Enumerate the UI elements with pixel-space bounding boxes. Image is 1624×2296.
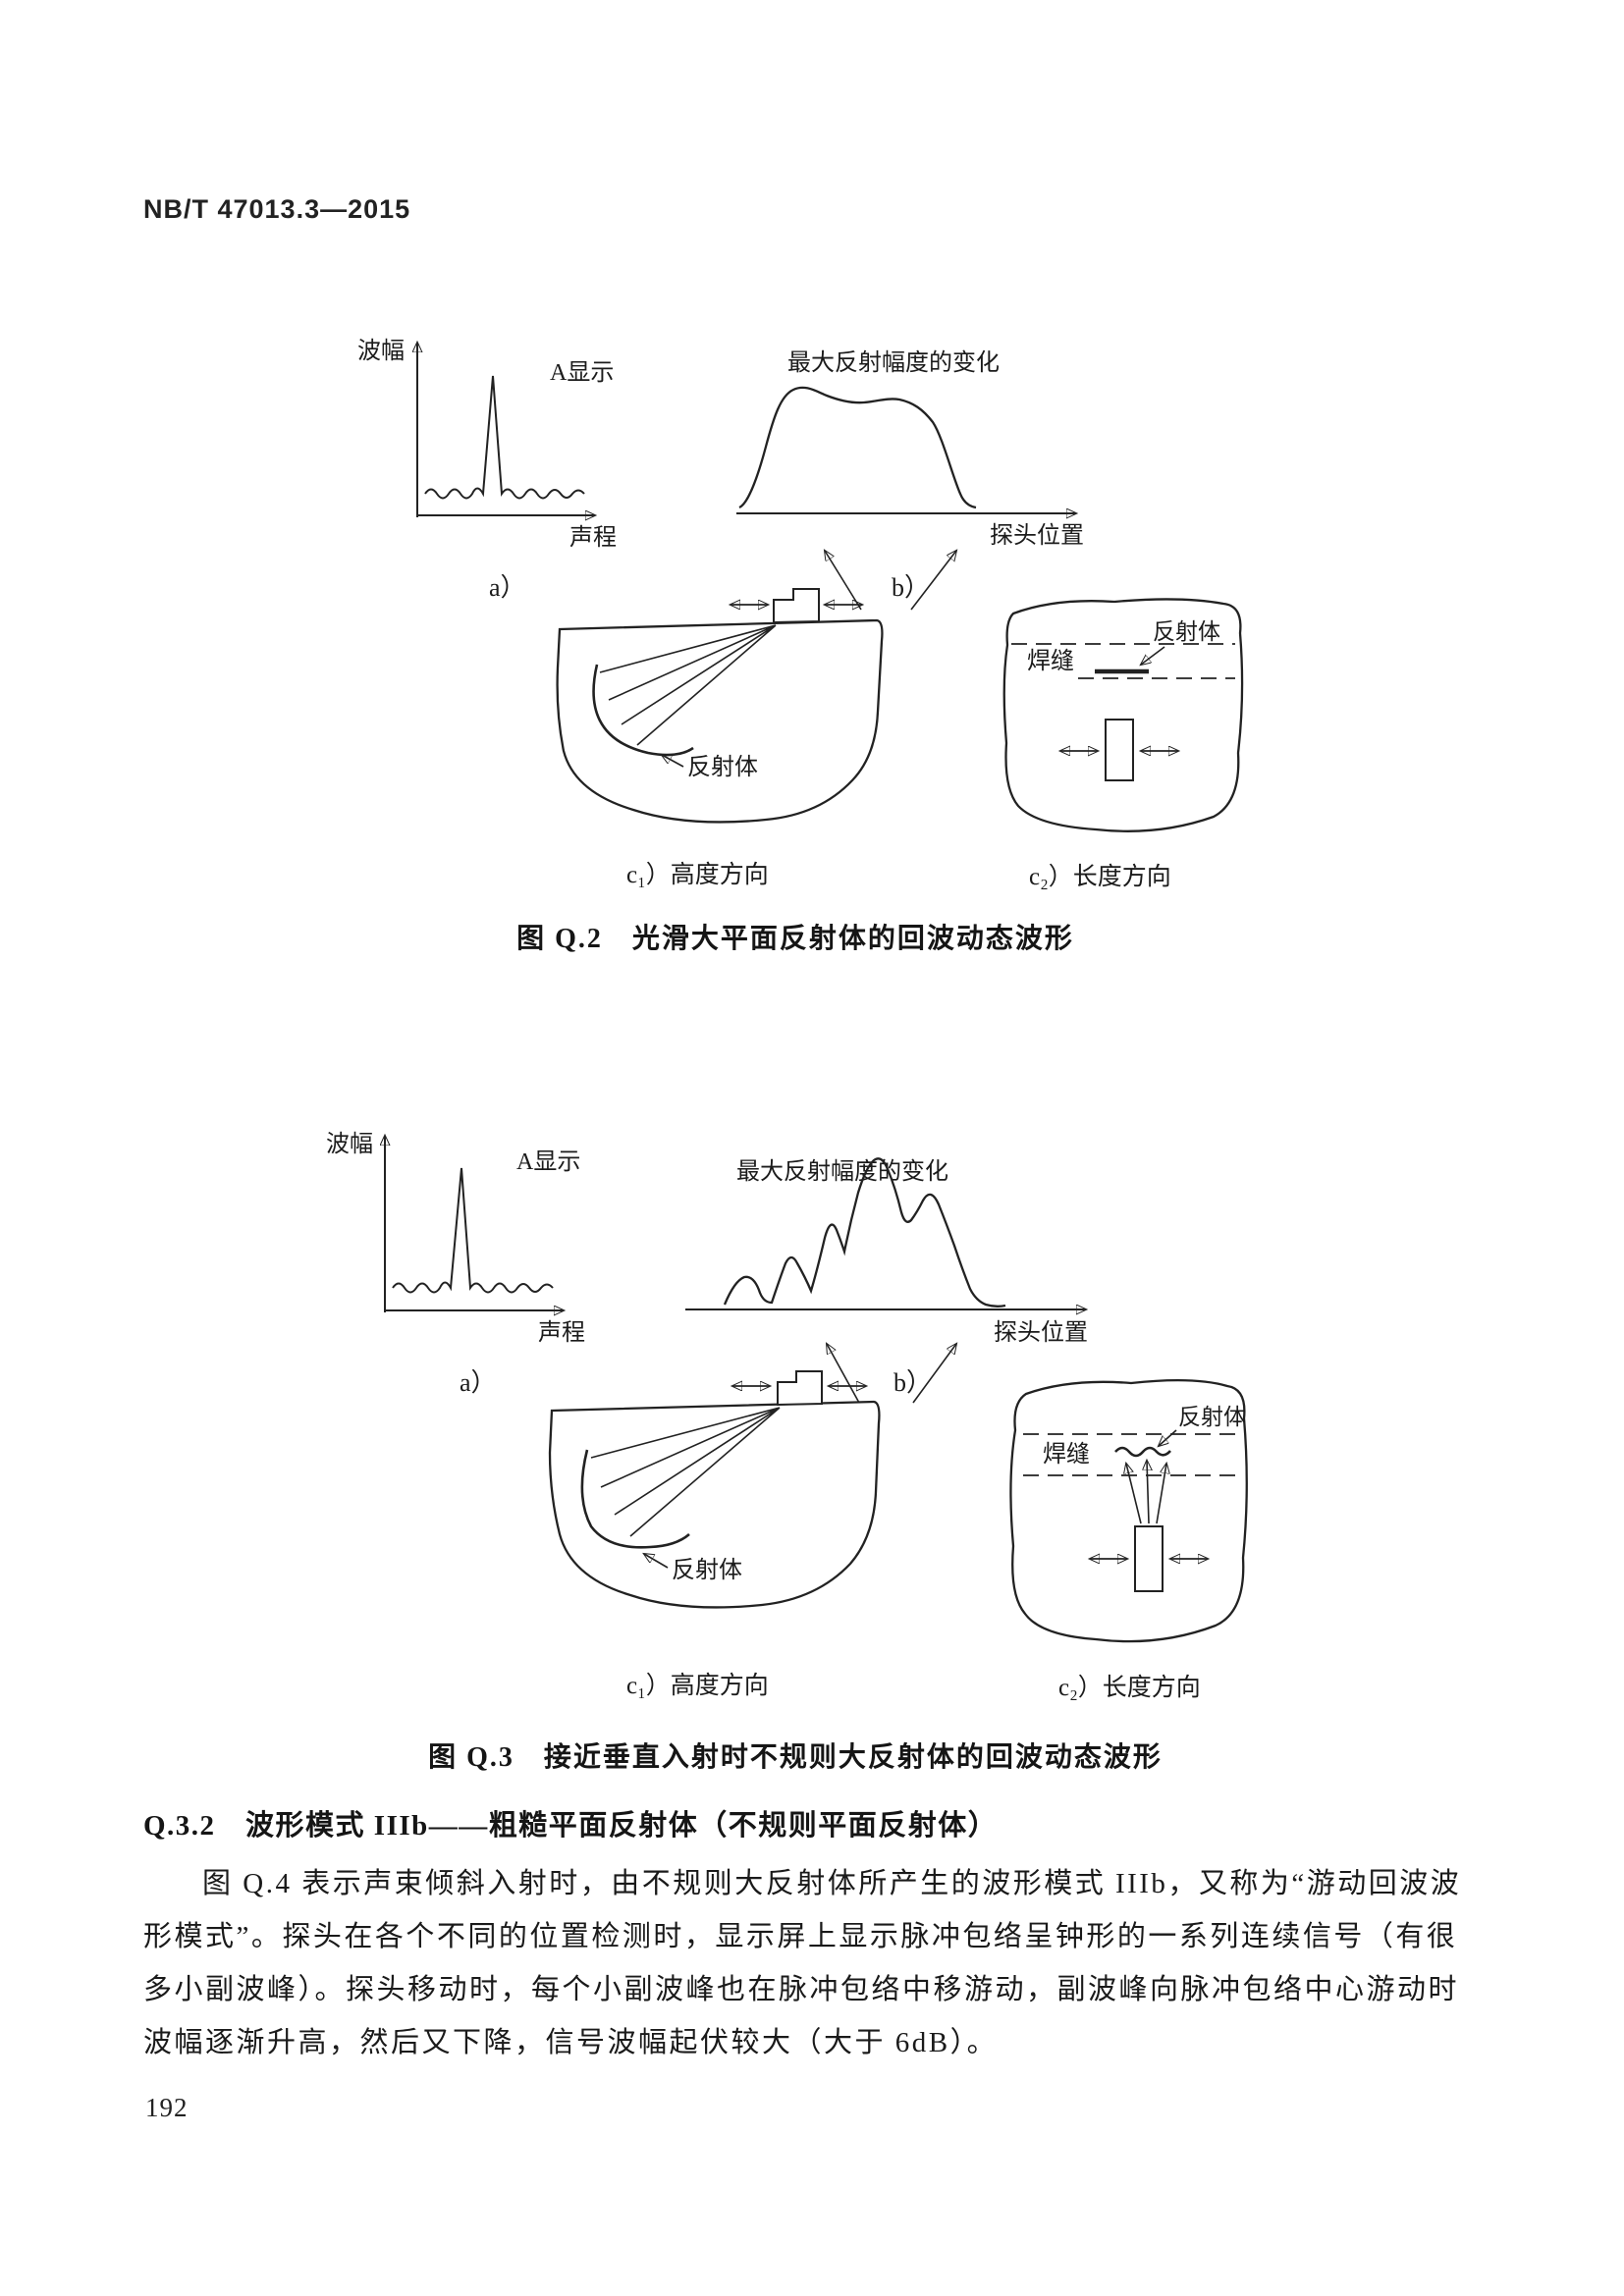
paragraph-line: 图 Q.4 表示声束倾斜入射时，由不规则大反射体所产生的波形模式 IIIb，又称… — [202, 1868, 1462, 1899]
q2-c1-reflector-label: 反射体 — [687, 754, 758, 780]
q3-b-envelope-curve — [723, 1157, 1006, 1308]
q3-c2-reflector-squiggle — [1114, 1446, 1171, 1458]
q2-c1-sound-beams — [599, 624, 777, 746]
q2-c2-weld-label: 焊缝 — [1027, 648, 1074, 674]
q2-a-soundpath-label: 声程 — [569, 524, 617, 551]
q2-b-title: 最大反射幅度的变化 — [787, 349, 1000, 376]
q3-c2-probe — [1134, 1525, 1164, 1592]
q3-c1-caption: c₁）高度方向 — [626, 1672, 769, 1699]
q3-c2-beam-arrow-1 — [1126, 1464, 1142, 1524]
section-heading-q32: Q.3.2 波形模式 IIIb——粗糙平面反射体（不规则平面反射体） — [143, 1810, 999, 1842]
q3-a-waveform — [392, 1167, 554, 1294]
paragraph-line: 波幅逐渐升高，然后又下降，信号波幅起伏较大（大于 6dB）。 — [143, 2027, 999, 2058]
q2-connector-arrow-left — [825, 551, 862, 611]
q3-c1-sound-beams — [590, 1407, 781, 1537]
q3-b-probe-position-label: 探头位置 — [994, 1319, 1088, 1346]
q2-sub-a: a） — [489, 573, 526, 602]
q3-b-title: 最大反射幅度的变化 — [736, 1158, 948, 1185]
q3-a-soundpath-label: 声程 — [538, 1319, 585, 1346]
q2-c2-reflector-pointer — [1141, 646, 1165, 665]
q3-c1-block-outline — [548, 1400, 881, 1609]
body-paragraph: 图 Q.4 表示声束倾斜入射时，由不规则大反射体所产生的波形模式 IIIb，又称… — [143, 1857, 1500, 2069]
q3-c1-reflector-pointer — [644, 1554, 669, 1569]
q2-c1-diagram: 反射体 c₁）高度方向 — [556, 588, 884, 888]
paragraph-line: 形模式”。探头在各个不同的位置检测时，显示屏上显示脉冲包络呈钟形的一系列连续信号… — [143, 1921, 1458, 1952]
q3-c2-reflector-label: 反射体 — [1178, 1405, 1246, 1429]
q3-a-amplitude-label: 波幅 — [326, 1131, 373, 1157]
q2-c2-diagram: 焊缝 反射体 c₂）长度方向 — [1002, 598, 1244, 890]
q2-plot-a: 波幅 A显示 声程 a） — [357, 338, 617, 602]
q2-c1-caption: c₁）高度方向 — [626, 861, 769, 888]
q2-b-probe-position-label: 探头位置 — [990, 522, 1084, 549]
q2-c2-caption: c₂）长度方向 — [1029, 863, 1171, 890]
q3-connector-arrow-left — [827, 1344, 860, 1404]
q3-c2-beam-arrow-2 — [1147, 1461, 1149, 1524]
q2-c1-block-outline — [556, 618, 884, 824]
q3-c2-diagram: 焊缝 反射体 c₂）长度方向 — [1009, 1378, 1248, 1701]
page-number: 192 — [145, 2093, 189, 2122]
q2-a-waveform — [424, 375, 585, 500]
q3-c2-reflector-pointer — [1159, 1429, 1177, 1446]
q2-c1-probe — [773, 588, 820, 624]
q2-c2-plate-outline — [1002, 598, 1244, 832]
figure-q2-caption: 图 Q.2 光滑大平面反射体的回波动态波形 — [516, 924, 1074, 954]
q3-connector-arrow-right — [912, 1344, 956, 1404]
q2-a-amplitude-label: 波幅 — [357, 338, 405, 364]
q2-c2-probe — [1105, 719, 1134, 781]
q2-c2-reflector-label: 反射体 — [1153, 619, 1220, 644]
q2-b-envelope-curve — [738, 386, 977, 509]
q3-c1-diagram: 反射体 c₁）高度方向 — [548, 1370, 881, 1699]
q3-sub-a: a） — [460, 1368, 497, 1397]
q3-a-display-label: A显示 — [516, 1149, 580, 1175]
q3-plot-b: 最大反射幅度的变化 探头位置 b） — [685, 1157, 1088, 1397]
paragraph-line: 多小副波峰）。探头移动时，每个小副波峰也在脉冲包络中移游动，副波峰向脉冲包络中心… — [143, 1974, 1460, 2005]
q2-a-display-label: A显示 — [550, 360, 614, 386]
figure-q3-diagram: 波幅 A显示 声程 a） 最大反射幅度的变化 探头位置 b） 反射体 c₁）高度… — [326, 1131, 1248, 1701]
q3-c2-weld-label: 焊缝 — [1043, 1441, 1090, 1468]
q3-c1-reflector-label: 反射体 — [672, 1557, 742, 1583]
figure-q2-diagram: 波幅 A显示 声程 a） 最大反射幅度的变化 探头位置 b） 反射体 c₁）高度… — [357, 338, 1244, 890]
q2-plot-b: 最大反射幅度的变化 探头位置 b） — [736, 349, 1084, 602]
q3-c1-probe — [777, 1370, 823, 1407]
q3-c2-beam-arrow-3 — [1156, 1464, 1166, 1524]
q2-c1-reflector-arc — [592, 664, 694, 757]
q2-c1-reflector-pointer — [662, 755, 684, 768]
q3-c2-caption: c₂）长度方向 — [1058, 1674, 1201, 1701]
q3-c2-plate-outline — [1009, 1378, 1248, 1643]
q3-plot-a: 波幅 A显示 声程 a） — [326, 1131, 585, 1397]
q3-c1-reflector-arc — [580, 1449, 690, 1549]
q3-sub-b: b） — [893, 1368, 932, 1397]
figure-q3-caption: 图 Q.3 接近垂直入射时不规则大反射体的回波动态波形 — [428, 1742, 1163, 1773]
q2-sub-b: b） — [892, 573, 930, 602]
standard-number-header: NB/T 47013.3—2015 — [143, 194, 411, 224]
q2-connector-arrow-right — [910, 551, 956, 611]
